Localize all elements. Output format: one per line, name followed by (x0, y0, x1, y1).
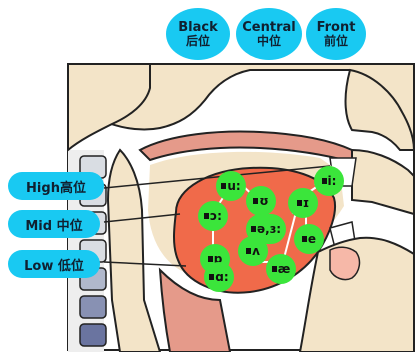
column-front: Front 前位 (306, 8, 366, 60)
column-back: Black 后位 (166, 8, 230, 60)
column-central-zh: 中位 (257, 35, 281, 48)
column-central-en: Central (242, 21, 295, 35)
vowel-wedge: ʌ (238, 236, 268, 266)
row-mid: Mid 中位 (8, 210, 100, 238)
vowel-ae-label: æ (278, 262, 291, 276)
vowel-i-long-label: i: (328, 174, 337, 188)
column-back-en: Black (178, 21, 218, 35)
vowel-open-o-long: ɔ: (198, 201, 228, 231)
vowel-upsilon-label: ʊ (259, 194, 268, 208)
vowel-upsilon: ʊ (246, 186, 276, 216)
vowel-small-i-label: ɪ (303, 196, 310, 210)
vowel-ae: æ (266, 254, 296, 284)
column-back-zh: 后位 (186, 35, 210, 48)
row-low: Low 低位 (8, 250, 100, 278)
column-front-en: Front (317, 21, 356, 35)
vowel-u-long-label: u: (227, 179, 240, 193)
column-central: Central 中位 (236, 8, 302, 60)
vowel-a-long-label: ɑ: (215, 270, 228, 284)
row-high: High高位 (8, 172, 104, 200)
vowel-e-label: e (308, 232, 316, 246)
vowel-u-long: u: (216, 171, 246, 201)
column-front-zh: 前位 (324, 35, 348, 48)
vowel-open-o-long-label: ɔ: (210, 209, 222, 223)
vowel-i-long: i: (314, 166, 344, 196)
vowel-small-i: ɪ (288, 188, 318, 218)
vowel-a-long: ɑ: (204, 262, 234, 292)
vowel-e: e (294, 224, 324, 254)
vowel-schwa-label: ə,ɜ: (257, 222, 281, 236)
lower-lip (330, 247, 359, 279)
vowel-wedge-label: ʌ (252, 244, 260, 258)
